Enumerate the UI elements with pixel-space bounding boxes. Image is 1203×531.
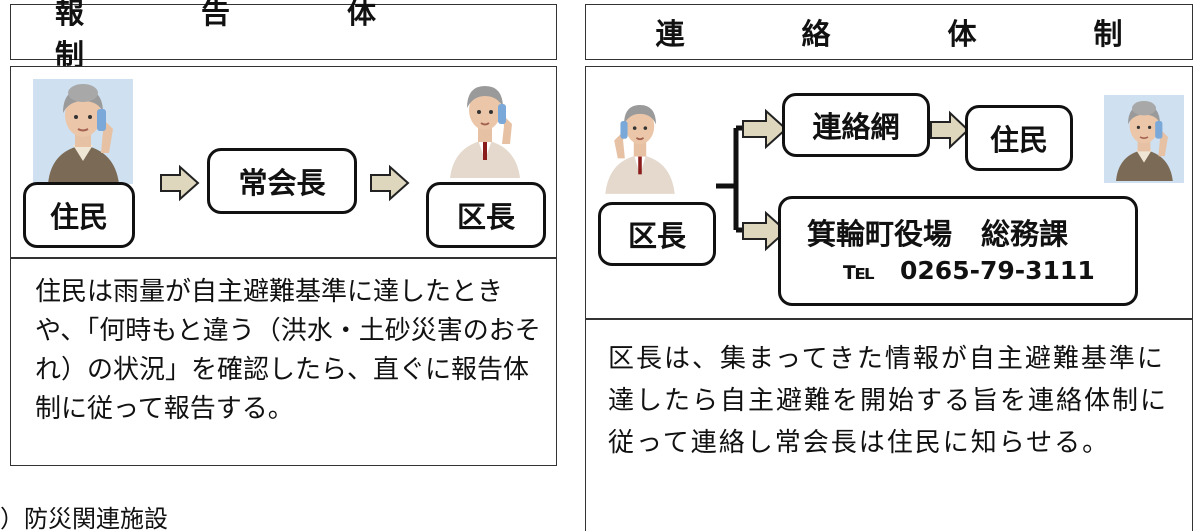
resident-woman-picture (33, 79, 133, 184)
contact-office-box: 箕輪町役場 総務課 ℡ 0265-79-3111 (778, 196, 1138, 306)
ward-head-man-icon (450, 86, 520, 178)
report-ward-head-box: 区長 (426, 182, 546, 248)
office-tel: ℡ 0265-79-3111 (843, 256, 1095, 285)
report-chairman-box: 常会長 (207, 148, 357, 214)
report-description: 住民は雨量が自主避難基準に達したときや、「何時もと違う（洪水・土砂災害のおそれ）… (35, 277, 541, 424)
contact-ward-head-box: 区長 (598, 202, 716, 266)
contact-network-box: 連絡網 (782, 93, 930, 157)
woman-phone-icon (1116, 101, 1173, 181)
report-arrow-1 (160, 164, 200, 202)
ward-head-man-icon (605, 105, 675, 194)
report-title-text: 報 告 体 制 (55, 0, 494, 72)
report-arrow-2 (370, 164, 410, 202)
contact-title-text: 連 絡 体 制 (655, 17, 1167, 51)
contact-arrow-to-office (742, 210, 788, 252)
footer-partial-heading: ）防災関連施設 (0, 505, 168, 531)
report-description-panel: 住民は雨量が自主避難基準に達したときや、「何時もと違う（洪水・土砂災害のおそれ）… (10, 258, 557, 466)
contact-description-panel: 区長は、集まってきた情報が自主避難基準に達したら自主避難を開始する旨を連絡体制に… (585, 319, 1193, 531)
office-name: 箕輪町役場 総務課 (807, 217, 1069, 251)
contact-resident-woman-picture (1104, 95, 1184, 183)
contact-description: 区長は、集まってきた情報が自主避難基準に達したら自主避難を開始する旨を連絡体制に… (608, 344, 1169, 458)
contact-arrow-to-network (742, 108, 788, 150)
contact-title: 連 絡 体 制 (585, 4, 1193, 60)
contact-resident-box: 住民 (965, 105, 1073, 171)
report-resident-box: 住民 (23, 182, 135, 248)
report-title: 報 告 体 制 (10, 0, 557, 72)
woman-phone-icon (48, 84, 119, 184)
contact-arrow-to-resident (930, 110, 970, 150)
